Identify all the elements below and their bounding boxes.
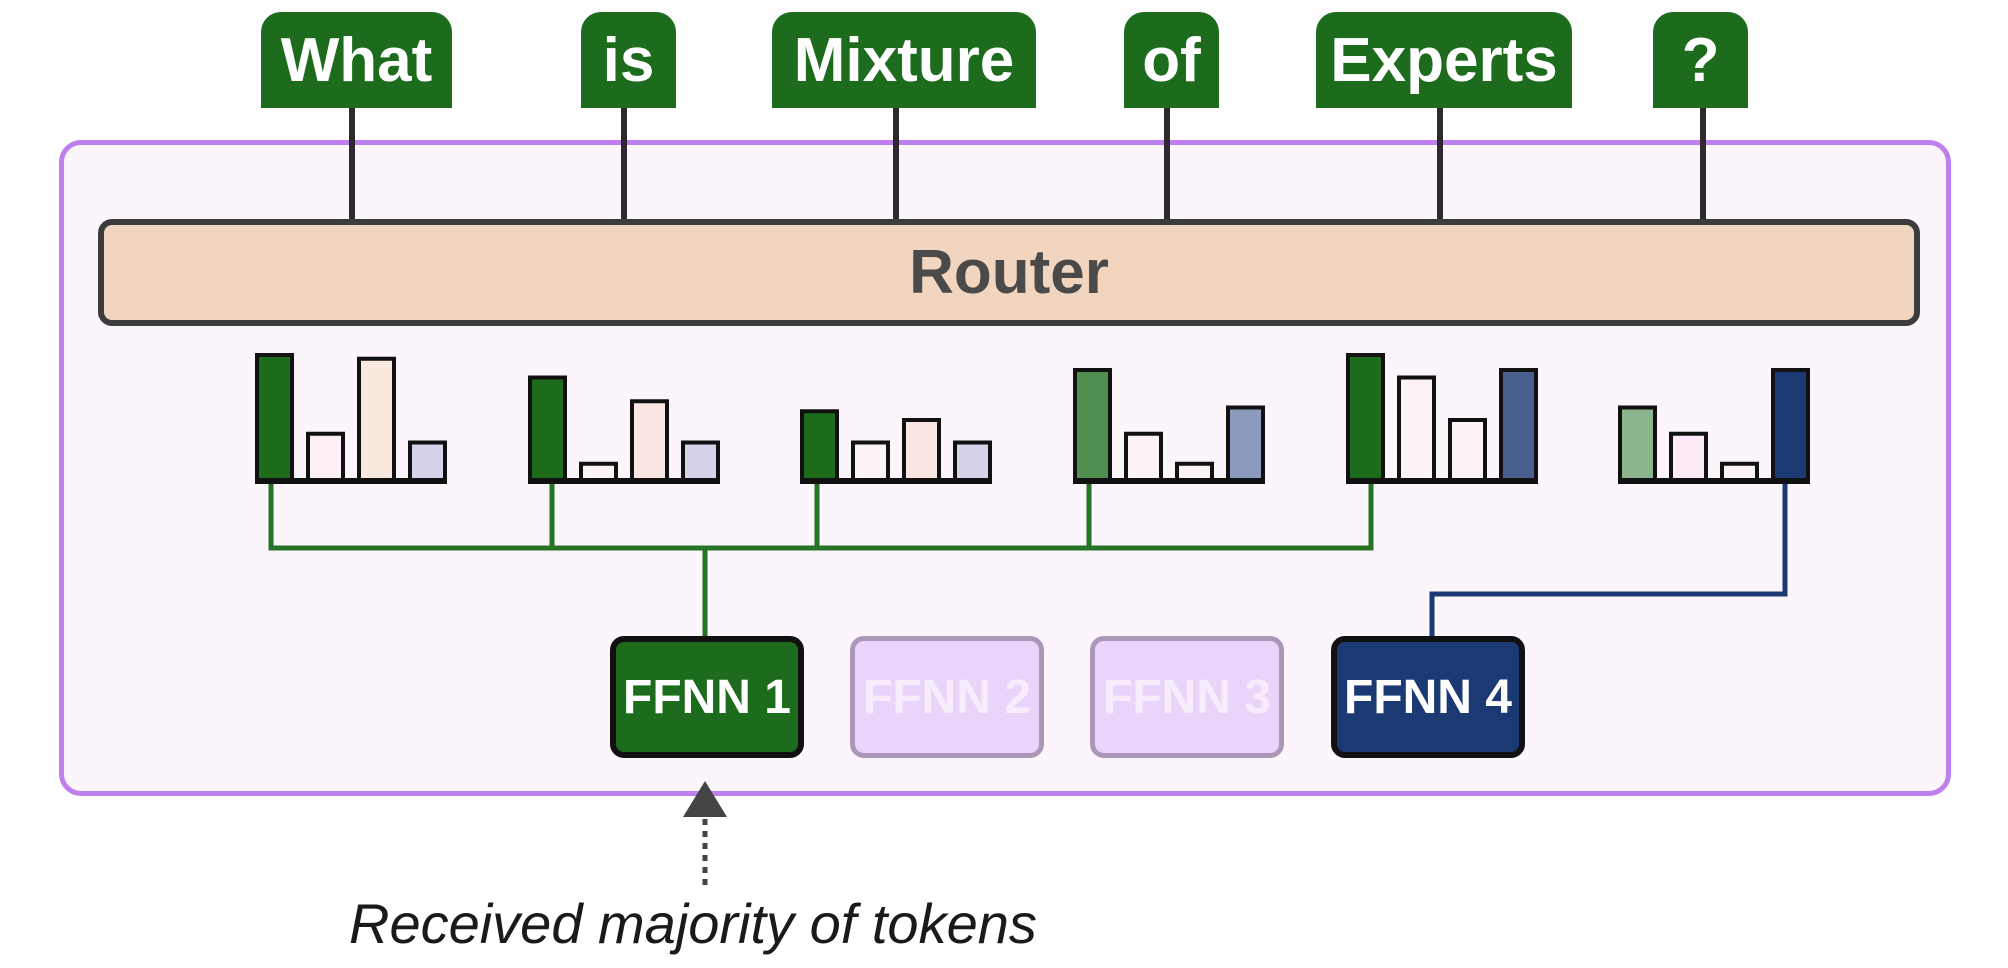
route-line-question-to-ffnn4 bbox=[1429, 483, 1788, 636]
prob-bar-6-expert-2 bbox=[1669, 431, 1708, 482]
router-box: Router bbox=[98, 219, 1920, 326]
arrow-head bbox=[683, 781, 727, 817]
expert-ffnn3: FFNN 3 bbox=[1090, 636, 1284, 758]
prob-bar-4-expert-2 bbox=[1124, 431, 1163, 482]
prob-bar-2-expert-3 bbox=[630, 399, 669, 482]
token-is: is bbox=[581, 12, 676, 108]
caption-text: Received majority of tokens bbox=[349, 892, 1037, 955]
prob-bar-3-expert-3 bbox=[902, 418, 941, 482]
route-line-bus-green bbox=[268, 483, 1374, 551]
token-of: of bbox=[1124, 12, 1219, 108]
prob-bar-2-expert-4 bbox=[681, 440, 720, 482]
token-what: What bbox=[261, 12, 452, 108]
expert-ffnn1: FFNN 1 bbox=[610, 636, 804, 758]
prob-bar-2-expert-1 bbox=[528, 375, 567, 482]
prob-bar-5-expert-2 bbox=[1397, 375, 1436, 482]
prob-bar-4-expert-1 bbox=[1073, 368, 1112, 482]
expert-ffnn4: FFNN 4 bbox=[1331, 636, 1525, 758]
token-question: ? bbox=[1653, 12, 1748, 108]
token-mixture: Mixture bbox=[772, 12, 1036, 108]
prob-bar-5-expert-4 bbox=[1499, 368, 1538, 482]
expert-ffnn2: FFNN 2 bbox=[850, 636, 1044, 758]
token-experts: Experts bbox=[1316, 12, 1572, 108]
